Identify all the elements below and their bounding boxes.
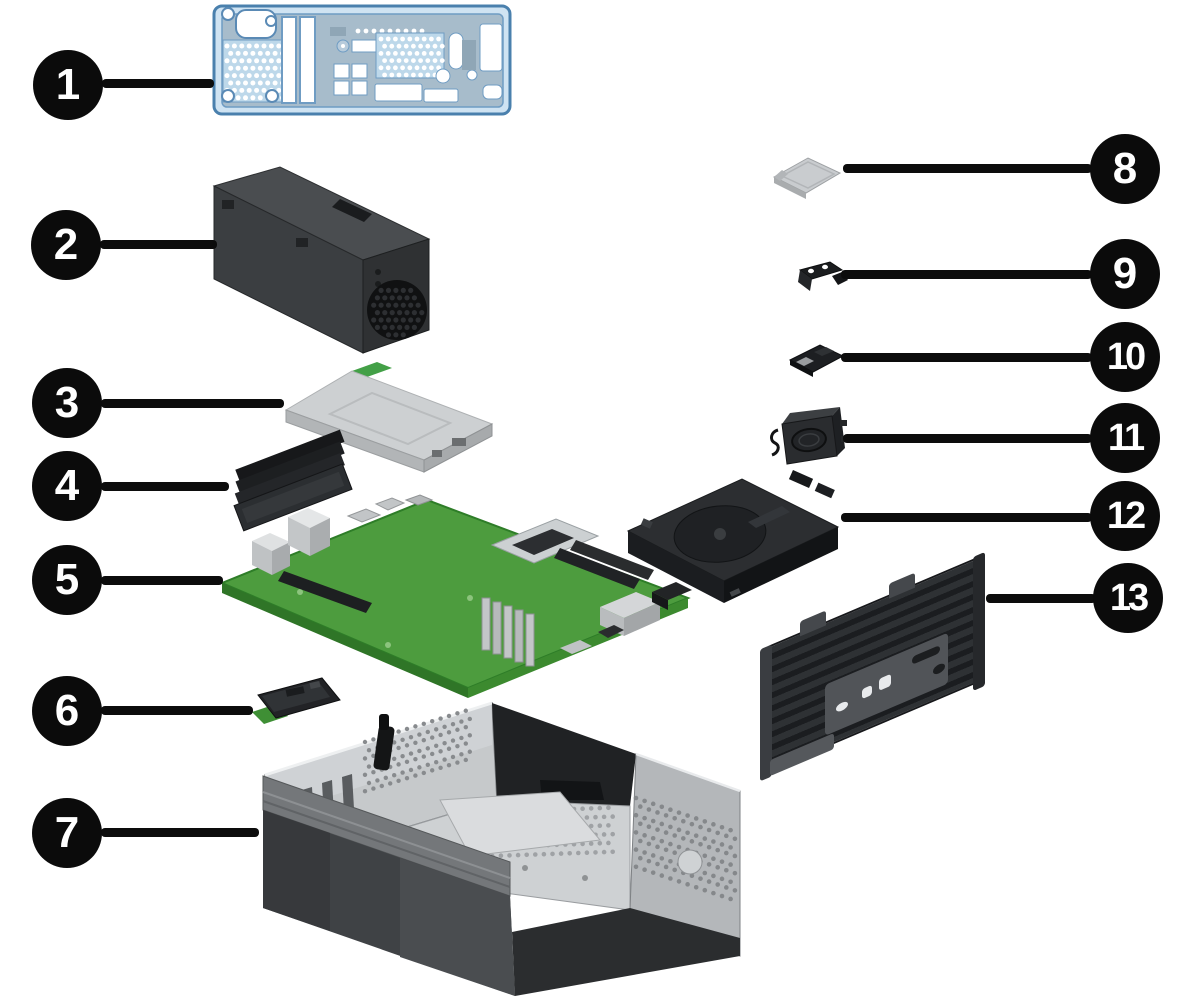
speaker-icon xyxy=(769,407,848,465)
callout-number: 3 xyxy=(54,378,80,427)
leader-line-11 xyxy=(843,434,1092,443)
leader-line-13 xyxy=(986,594,1096,603)
callout-number: 6 xyxy=(54,686,80,735)
callout-12: 12 xyxy=(1090,481,1160,551)
callout-3: 3 xyxy=(32,368,102,438)
callout-10: 10 xyxy=(1090,322,1160,392)
callout-11: 11 xyxy=(1090,403,1160,473)
memory-card-icon xyxy=(772,157,842,199)
callout-13: 13 xyxy=(1093,563,1163,633)
callout-6: 6 xyxy=(32,676,102,746)
leader-line-8 xyxy=(843,164,1092,173)
callout-7: 7 xyxy=(32,798,102,868)
memory-modules-icon xyxy=(233,429,353,532)
bezel-port-cutout xyxy=(836,699,849,713)
m2-module-icon xyxy=(252,677,341,724)
callout-number: 8 xyxy=(1112,144,1138,193)
optical-drive-icon xyxy=(284,362,494,473)
callout-number: 12 xyxy=(1106,495,1146,537)
callout-5: 5 xyxy=(32,545,102,615)
chassis-icon xyxy=(262,701,741,996)
callout-9: 9 xyxy=(1090,239,1160,309)
callout-number: 1 xyxy=(55,60,81,109)
bezel-slot-cutout xyxy=(911,645,940,666)
bezel-port-cutout xyxy=(879,673,892,691)
leader-line-9 xyxy=(841,270,1092,279)
callout-number: 13 xyxy=(1109,577,1149,619)
leader-line-5 xyxy=(101,576,223,585)
leader-line-12 xyxy=(841,513,1092,522)
callout-number: 5 xyxy=(54,555,80,604)
callout-4: 4 xyxy=(32,451,102,521)
leader-line-4 xyxy=(101,482,229,491)
bezel-port-cutout xyxy=(862,685,873,700)
bezel-slot-cutout xyxy=(932,662,945,677)
callout-number: 2 xyxy=(53,220,79,269)
leader-line-10 xyxy=(841,353,1092,362)
callout-1: 1 xyxy=(33,50,103,120)
callout-number: 10 xyxy=(1106,336,1146,378)
callout-8: 8 xyxy=(1090,134,1160,204)
expansion-card-icon xyxy=(788,344,845,377)
bezel-right-cap xyxy=(973,551,985,692)
callout-number: 7 xyxy=(54,808,80,857)
leader-line-1 xyxy=(102,79,214,88)
leader-line-6 xyxy=(101,706,253,715)
blue-outlined-rear-panel-icon xyxy=(212,4,512,116)
leader-line-3 xyxy=(101,399,284,408)
leader-line-7 xyxy=(101,828,259,837)
callout-number: 9 xyxy=(1112,249,1138,298)
callout-number: 11 xyxy=(1107,417,1145,459)
callout-2: 2 xyxy=(31,210,101,280)
system-board-icon xyxy=(219,494,692,698)
leader-line-2 xyxy=(100,240,217,249)
callout-number: 4 xyxy=(54,461,80,510)
hard-drive-icon xyxy=(626,469,840,603)
power-supply-icon xyxy=(212,166,431,354)
